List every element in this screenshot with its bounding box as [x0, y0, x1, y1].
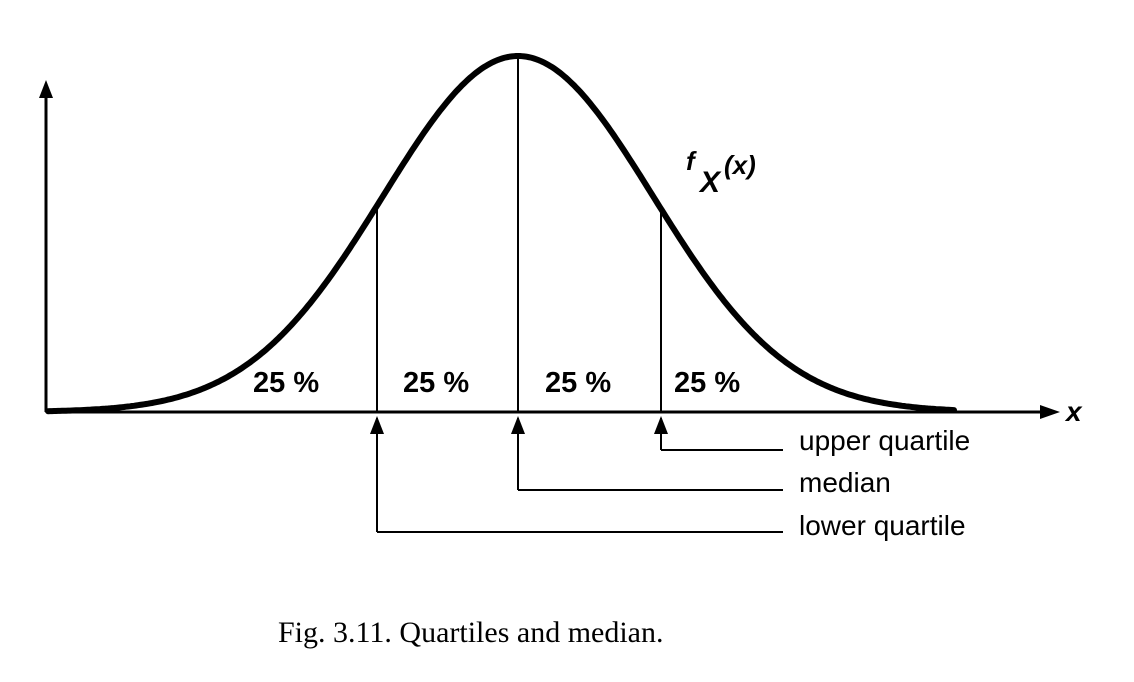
upper-quartile-arrowhead: [654, 416, 668, 434]
lower-quartile-label: lower quartile: [799, 510, 966, 541]
curve-label-f: f: [686, 146, 697, 176]
x-axis-arrow: [1040, 405, 1060, 419]
region-label-4: 25 %: [674, 367, 740, 399]
upper-quartile-label: upper quartile: [799, 425, 970, 456]
median-arrowhead: [511, 416, 525, 434]
region-label-2: 25 %: [403, 367, 469, 399]
curve-label-sub: X: [698, 166, 722, 199]
region-label-1: 25 %: [253, 367, 319, 399]
region-label-3: 25 %: [545, 367, 611, 399]
y-axis-arrow: [39, 80, 53, 98]
lower-quartile-arrowhead: [370, 416, 384, 434]
density-curve: [45, 53, 957, 415]
curve-label-arg: (x): [724, 150, 756, 180]
x-axis-label: x: [1064, 396, 1083, 427]
median-label: median: [799, 467, 891, 498]
figure-caption: Fig. 3.11. Quartiles and median.: [278, 616, 664, 649]
